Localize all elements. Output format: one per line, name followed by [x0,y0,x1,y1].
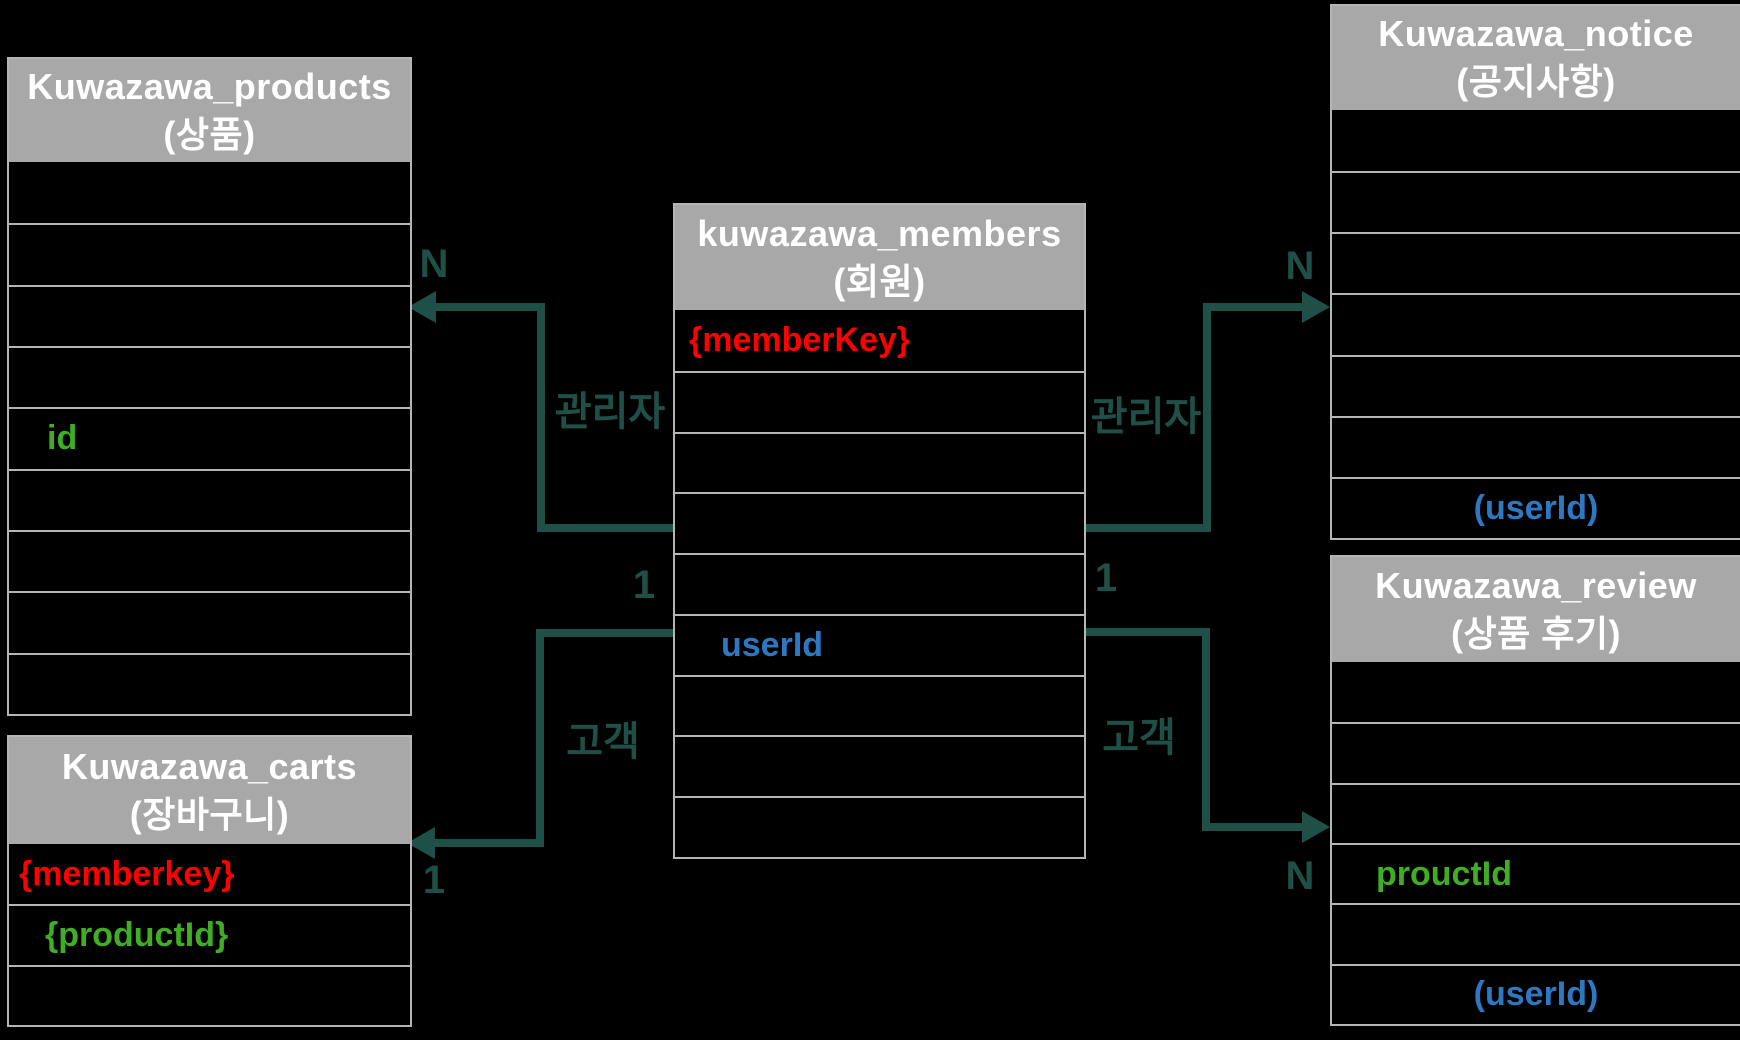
table-row [9,345,410,407]
table-title-review: Kuwazawa_review [1375,564,1697,606]
table-row: (userId) [1332,963,1740,1024]
cardinality-n-products-label: N [419,242,449,286]
table-row [9,468,410,530]
table-row: {memberKey} [675,310,1084,371]
field-label-notice: (userId) [1473,488,1599,527]
table-row [1332,354,1740,416]
cardinality-n-review-label: N [1285,854,1315,898]
table-row: (userId) [1332,476,1740,538]
cardinality-1-carts-label: 1 [422,858,446,902]
table-row [9,162,410,223]
table-row [675,553,1084,614]
table-row: prouctId [1332,842,1740,903]
table-notice: Kuwazawa_notice (공지사항) (userId) [1330,4,1740,540]
table-row [1332,903,1740,963]
table-row [1332,171,1740,232]
table-row: id [9,407,410,468]
table-row [1332,415,1740,477]
table-header-carts: Kuwazawa_carts (장바구니) [9,737,410,844]
table-title-notice: Kuwazawa_notice [1378,13,1694,55]
table-subtitle-notice: (공지사항) [1456,61,1616,102]
table-row [1332,293,1740,354]
cardinality-1-members-right-label: 1 [1094,556,1118,600]
table-subtitle-review: (상품 후기) [1451,612,1621,654]
role-admin-right-label: 관리자 [1090,395,1202,439]
table-body-members: {memberKey} userId [675,310,1084,857]
cardinality-n-notice-label: N [1285,244,1315,288]
field-label-review: prouctId [1376,854,1512,893]
table-row [675,796,1084,857]
field-label-carts: {productId} [45,915,229,954]
table-row [675,735,1084,796]
table-title-products: Kuwazawa_products [27,65,392,107]
table-members: kuwazawa_members (회원) {memberKey} userId [673,203,1086,859]
table-title-carts: Kuwazawa_carts [61,745,358,787]
role-admin-left-label: 관리자 [554,390,666,434]
table-row [1332,722,1740,782]
table-row: {memberkey} [9,844,410,904]
table-body-products: id [9,162,410,714]
table-row [675,370,1084,432]
table-row [675,492,1084,553]
role-customer-left-label: 고객 [566,720,640,764]
table-row [1332,232,1740,293]
table-subtitle-carts: (장바구니) [129,793,290,835]
field-label-products: id [47,419,78,458]
field-label-carts: {memberkey} [19,854,235,893]
field-label-members: {memberKey} [689,320,911,359]
table-row [9,223,410,284]
table-subtitle-products: (상품) [163,113,256,155]
table-row [1332,662,1740,722]
table-header-review: Kuwazawa_review (상품 후기) [1332,557,1740,662]
table-body-notice: (userId) [1332,110,1740,538]
table-row [1332,782,1740,843]
table-header-notice: Kuwazawa_notice (공지사항) [1332,6,1740,110]
field-label-members: userId [721,625,824,664]
table-header-products: Kuwazawa_products (상품) [9,59,410,162]
table-review: Kuwazawa_review (상품 후기) prouctId (userId) [1330,555,1740,1026]
table-header-members: kuwazawa_members (회원) [675,205,1084,310]
table-row [675,431,1084,493]
table-row: {productId} [9,904,410,964]
field-label-review: (userId) [1473,975,1599,1014]
role-customer-right-label: 고객 [1102,716,1176,760]
table-row [675,674,1084,736]
table-row [9,591,410,652]
table-body-review: prouctId (userId) [1332,662,1740,1024]
table-row: userId [675,613,1084,675]
table-row [9,964,410,1025]
table-subtitle-members: (회원) [833,260,926,302]
table-row [1332,110,1740,171]
table-row [9,652,410,714]
table-carts: Kuwazawa_carts (장바구니) {memberkey} {productI… [7,735,412,1027]
table-body-carts: {memberkey} {productId} [9,844,410,1025]
cardinality-1-members-left-label: 1 [632,563,656,607]
table-title-members: kuwazawa_members [697,212,1062,254]
table-row [9,529,410,591]
table-row [9,284,410,346]
table-products: Kuwazawa_products (상품) id [7,57,412,716]
